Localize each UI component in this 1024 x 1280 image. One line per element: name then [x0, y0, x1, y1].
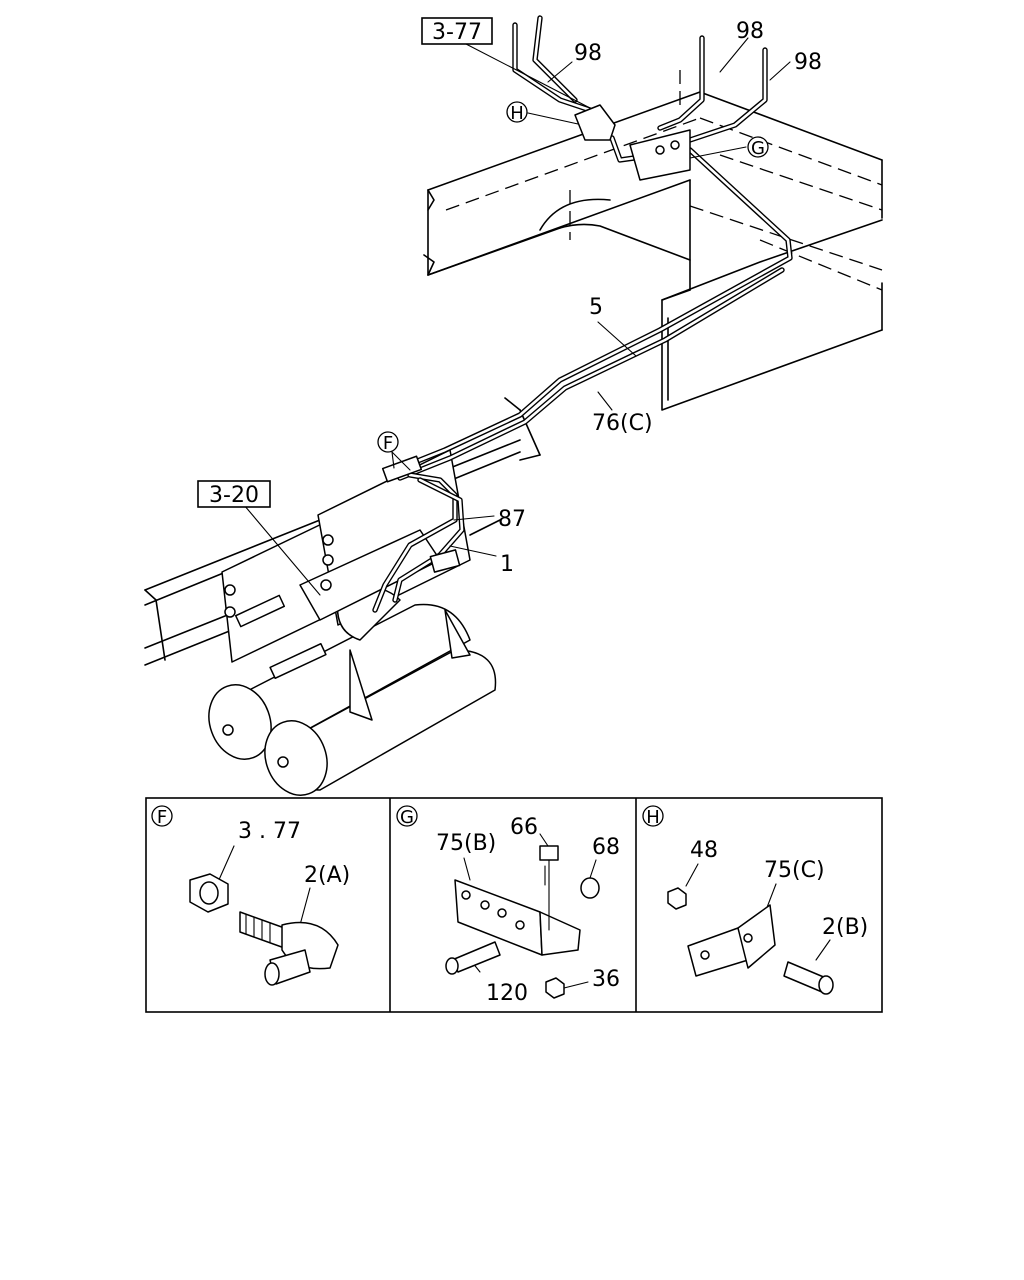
nut-68-part	[580, 877, 600, 899]
panel-G-label-a: 75(B)	[436, 831, 496, 856]
connector-120-part	[445, 941, 501, 975]
detail-H-marker: H	[510, 103, 524, 124]
detail-panels: F 3 . 77 2(A) G 75(B) 66 68 12	[145, 797, 883, 1013]
panel-G-label-c: 68	[592, 835, 620, 860]
detail-panel-H: H 48 75(C) 2(B)	[642, 805, 868, 995]
panel-H-label-c: 2(B)	[822, 915, 868, 940]
panel-G-label-b: 66	[510, 815, 538, 840]
panel-G-label-d: 120	[486, 981, 528, 1006]
detail-panel-G: G 75(B) 66 68 120 36	[396, 805, 620, 1006]
union-fitting-part	[239, 911, 339, 986]
detail-G-marker: G	[751, 138, 765, 159]
panel-F-label-a: 3 . 77	[238, 819, 301, 844]
item-87-label: 87	[498, 507, 526, 532]
panel-H-id: H	[646, 807, 660, 828]
panel-G-label-e: 36	[592, 967, 620, 992]
item-1-label: 1	[500, 552, 514, 577]
item-98-label-a: 98	[574, 41, 602, 66]
panel-H-label-a: 48	[690, 838, 718, 863]
ref-3-77-label: 3-77	[432, 20, 482, 45]
frame-rear-section	[423, 70, 883, 411]
bracket-75c-part	[687, 904, 776, 977]
item-98-label-b: 98	[736, 19, 764, 44]
panel-H-label-b: 75(C)	[764, 858, 825, 883]
detail-panel-F: F 3 . 77 2(A)	[151, 805, 350, 986]
item-5-label: 5	[589, 295, 603, 320]
nut-48-part	[667, 887, 687, 910]
nut-part	[189, 873, 229, 913]
bolt-66-part	[539, 845, 559, 931]
pipe-fittings	[381, 104, 691, 573]
item-76c-label: 76(C)	[592, 411, 653, 436]
bracket-75b-part	[454, 879, 581, 956]
ref-3-20-label: 3-20	[209, 483, 259, 508]
connector-2b-part	[783, 961, 834, 995]
panel-F-id: F	[157, 807, 167, 828]
leader-lines	[243, 37, 791, 596]
nut-36-part	[545, 977, 565, 999]
item-98-label-c: 98	[794, 50, 822, 75]
panel-G-id: G	[400, 807, 414, 828]
detail-F-marker: F	[383, 433, 393, 454]
callout-labels: 3-77 3-20 98 98 98 H G F 5 76(C) 87 1	[197, 17, 822, 577]
panel-F-label-b: 2(A)	[304, 863, 350, 888]
air-tank-assembly	[208, 449, 497, 796]
